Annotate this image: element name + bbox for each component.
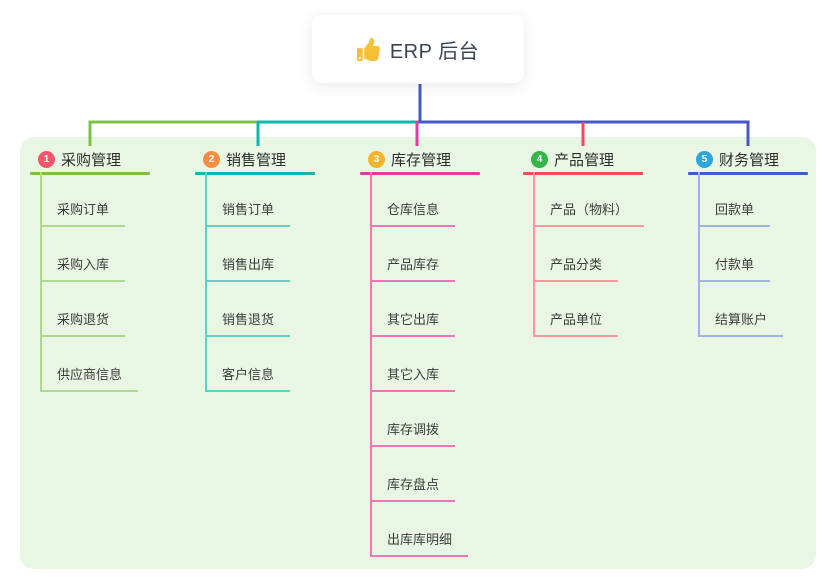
child-node[interactable]: 仓库信息 xyxy=(372,172,456,227)
branch-number-badge: 4 xyxy=(531,150,548,168)
child-node[interactable]: 库存盘点 xyxy=(372,447,456,502)
child-node[interactable]: 产品（物料） xyxy=(535,172,645,227)
branch-number-badge: 2 xyxy=(203,150,220,168)
child-node[interactable]: 采购退货 xyxy=(42,282,126,337)
branch-children-group: 产品（物料）产品分类产品单位 xyxy=(533,172,645,337)
branch-node: 5 财务管理 回款单付款单结算账户 xyxy=(688,150,808,337)
branch-children-group: 回款单付款单结算账户 xyxy=(698,172,784,337)
branch-title[interactable]: 2 销售管理 xyxy=(195,150,315,169)
branch-number-badge: 1 xyxy=(38,150,55,168)
root-node[interactable]: ERP 后台 xyxy=(312,15,524,83)
connector-line xyxy=(88,120,260,146)
branch-title[interactable]: 4 产品管理 xyxy=(523,150,644,169)
branch-number-badge: 3 xyxy=(368,150,385,168)
branch-title[interactable]: 3 库存管理 xyxy=(360,150,480,169)
branch-title-label: 产品管理 xyxy=(554,151,615,169)
branch-underline xyxy=(523,172,643,175)
branch-underline xyxy=(360,172,480,175)
child-node[interactable]: 产品库存 xyxy=(372,227,456,282)
connector-line xyxy=(256,120,421,146)
child-node[interactable]: 库存调拨 xyxy=(372,392,456,447)
child-node[interactable]: 产品分类 xyxy=(535,227,619,282)
child-node[interactable]: 其它出库 xyxy=(372,282,456,337)
child-node[interactable]: 其它入库 xyxy=(372,337,456,392)
child-node[interactable]: 客户信息 xyxy=(207,337,291,392)
branch-title[interactable]: 1 采购管理 xyxy=(30,150,150,169)
branches-background-panel xyxy=(20,137,816,569)
branch-children-group: 仓库信息产品库存其它出库其它入库库存调拨库存盘点出库库明细 xyxy=(370,172,469,557)
branch-node: 3 库存管理 仓库信息产品库存其它出库其它入库库存调拨库存盘点出库库明细 xyxy=(360,150,480,557)
child-node[interactable]: 付款单 xyxy=(700,227,771,282)
branch-underline xyxy=(195,172,315,175)
branch-node: 2 销售管理 销售订单销售出库销售退货客户信息 xyxy=(195,150,315,392)
child-node[interactable]: 采购订单 xyxy=(42,172,126,227)
thumbs-up-icon xyxy=(356,37,380,61)
child-node[interactable]: 出库库明细 xyxy=(372,502,469,557)
branch-title-label: 销售管理 xyxy=(226,151,287,169)
branch-children-group: 销售订单销售出库销售退货客户信息 xyxy=(205,172,291,392)
child-node[interactable]: 回款单 xyxy=(700,172,771,227)
branch-title-label: 库存管理 xyxy=(391,151,452,169)
child-node[interactable]: 结算账户 xyxy=(700,282,784,337)
child-node[interactable]: 供应商信息 xyxy=(42,337,139,392)
branch-underline xyxy=(30,172,150,175)
branch-title[interactable]: 5 财务管理 xyxy=(688,150,808,169)
child-node[interactable]: 产品单位 xyxy=(535,282,619,337)
child-node[interactable]: 销售订单 xyxy=(207,172,291,227)
branch-children-group: 采购订单采购入库采购退货供应商信息 xyxy=(40,172,139,392)
branch-underline xyxy=(688,172,808,175)
branch-node: 1 采购管理 采购订单采购入库采购退货供应商信息 xyxy=(30,150,150,392)
branch-node: 4 产品管理 产品（物料）产品分类产品单位 xyxy=(523,150,645,337)
branch-title-label: 采购管理 xyxy=(61,151,122,169)
branch-number-badge: 5 xyxy=(696,150,713,168)
child-node[interactable]: 采购入库 xyxy=(42,227,126,282)
branch-title-label: 财务管理 xyxy=(719,151,780,169)
root-node-label: ERP 后台 xyxy=(389,40,480,63)
child-node[interactable]: 销售出库 xyxy=(207,227,291,282)
child-node[interactable]: 销售退货 xyxy=(207,282,291,337)
